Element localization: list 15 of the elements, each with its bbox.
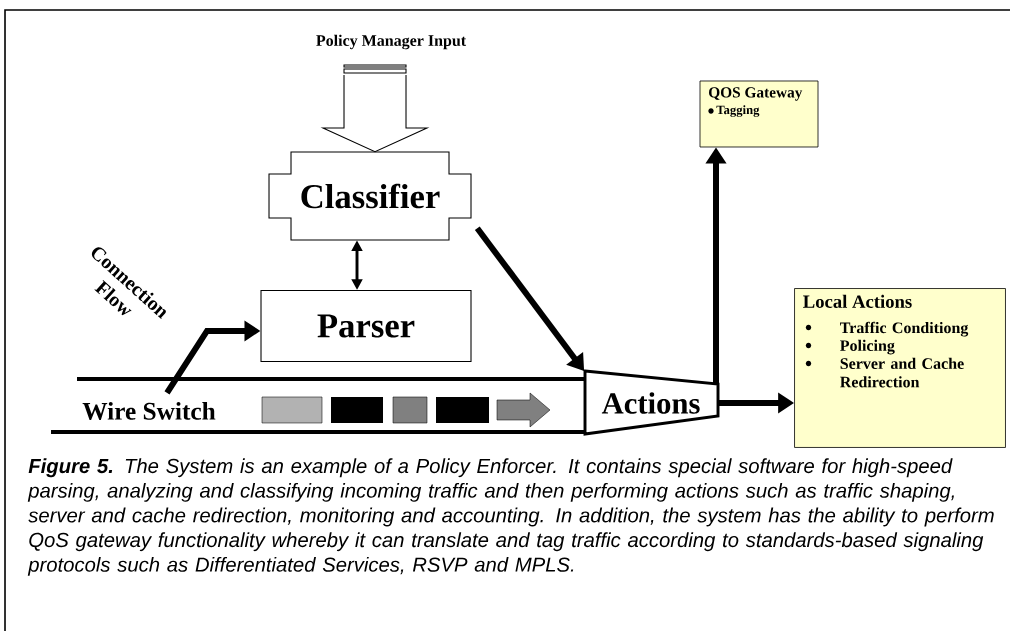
note-box (794, 288, 1006, 448)
caption: Figure 5. The System is an example of a Policy Enforcer. It contains special software for high-speed parsing, analyzing and classifying incoming traffic and then performing actions such as traffic shaping, server and cache redirection, monitoring and accounting. In addition, the system has the ability to perform QoS gateway functionality whereby it can translate and tag traffic according to standards-based signaling protocols such as Differentiated Services, RSVP and MPLS. (27, 458, 994, 576)
box-heading: Local Actions (803, 294, 912, 308)
input-label: Policy Manager Input (316, 34, 467, 50)
list-item: Tagging (716, 105, 760, 117)
box-heading: QOS Gateway (709, 87, 803, 101)
process-box: Classifier (268, 151, 472, 241)
wire-label: Wire Switch (82, 402, 216, 420)
list-item: Traffic Conditiong (840, 321, 969, 337)
note-box (699, 80, 819, 148)
list-item: Policing (840, 339, 895, 355)
process-box: Parser (260, 290, 472, 362)
list-item: Server and Cache Redirection (840, 357, 964, 388)
actions-trapezoid: Actions (583, 369, 720, 436)
hollow-arrow (320, 64, 430, 153)
